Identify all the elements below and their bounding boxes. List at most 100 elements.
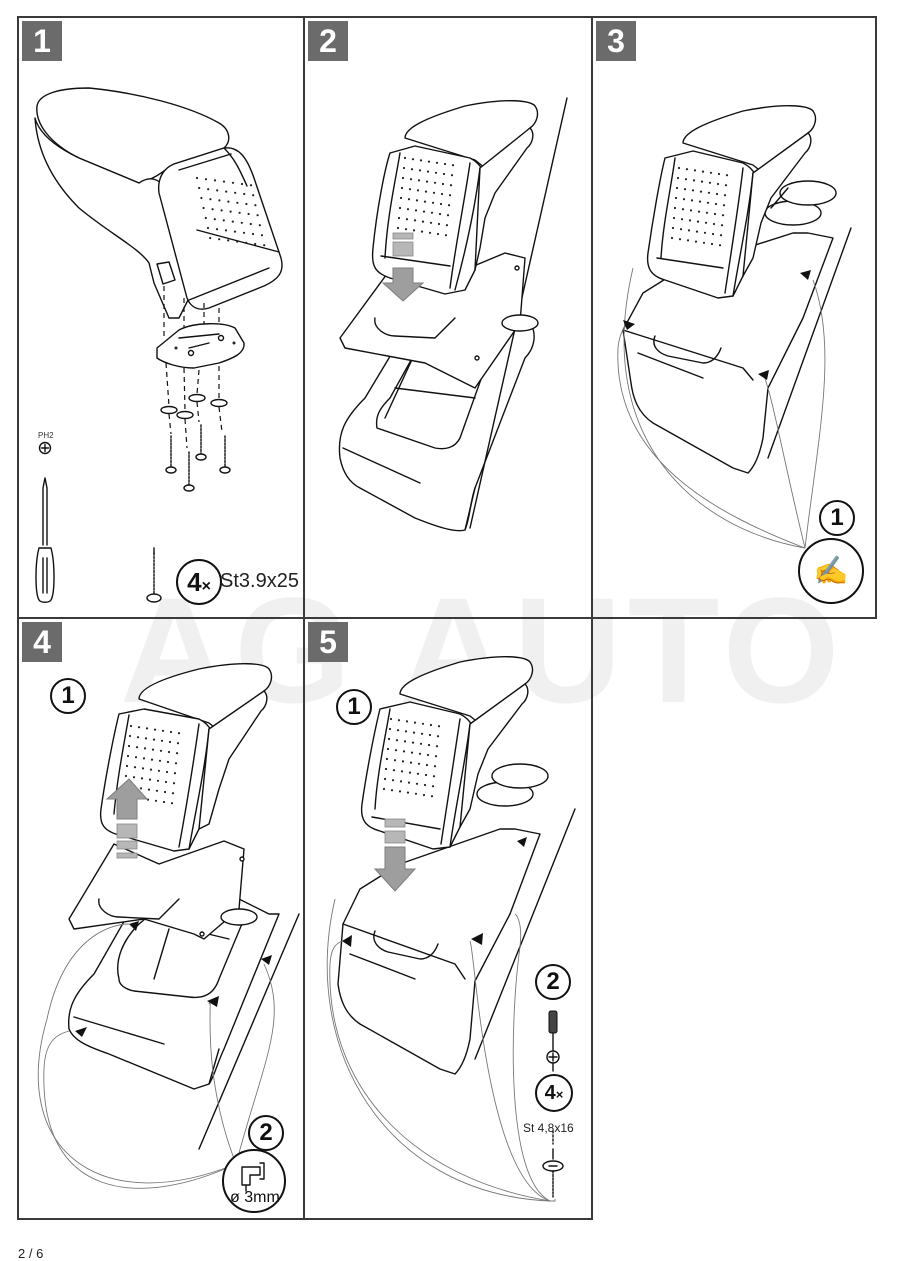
bracket-plate-icon (339, 252, 539, 389)
perforation-dot (413, 219, 417, 222)
perforation-dot (684, 178, 688, 181)
perforation-dot (161, 729, 165, 732)
perforation-dots (382, 717, 441, 798)
perforation-dot (229, 210, 232, 213)
perforation-dot (408, 188, 412, 191)
perforation-dot (216, 189, 219, 192)
perforation-dot (245, 202, 248, 206)
perforation-dot (213, 179, 217, 182)
perforation-dot (394, 749, 398, 752)
perforation-dots (670, 166, 729, 247)
perforation-dot (450, 174, 454, 177)
perforation-dot (691, 189, 695, 192)
perforation-dot (436, 232, 440, 236)
perforation-dot (674, 196, 678, 200)
perforation-dot (396, 226, 400, 230)
perforation-dot (680, 218, 684, 221)
perforation-dot (431, 785, 435, 788)
perforation-dot (236, 240, 239, 243)
perforation-dot (167, 750, 171, 754)
perforation-dot (169, 730, 173, 734)
perforation-dot (158, 759, 162, 762)
perforation-dot (427, 743, 431, 747)
perforation-dot (200, 196, 203, 200)
perforation-dot (207, 188, 210, 191)
perforation-dot (723, 194, 727, 197)
perforation-dot (718, 244, 722, 247)
perforation-dot (717, 172, 721, 176)
screw-spec: St3.9x25 (220, 570, 299, 592)
perforation-dot (446, 214, 450, 217)
tool-size-label: PH2 (38, 431, 54, 440)
drilling-illustration (37, 663, 300, 1189)
perforation-dot (410, 751, 414, 754)
perforation-dot (402, 750, 406, 753)
step-badge: 1 (22, 21, 62, 61)
perforation-dot (168, 740, 172, 744)
perforation-dot (715, 192, 719, 196)
perforation-dot (417, 179, 421, 182)
perforation-dot (134, 756, 138, 759)
perforation-dot (416, 189, 420, 192)
down-arrow-icon (381, 232, 425, 302)
perforation-dot (670, 236, 674, 240)
perforation-dot (447, 204, 451, 207)
perforation-dot (428, 231, 432, 234)
perforation-dot (702, 241, 706, 244)
down-arrow-icon (373, 818, 417, 892)
perforation-dot (696, 220, 700, 223)
perforation-dot (422, 210, 426, 213)
perforation-dot (673, 206, 677, 210)
perforation-dot (410, 168, 414, 171)
quantity-circle: 4× (535, 1074, 573, 1112)
perforation-dot (393, 759, 397, 762)
perforation-dot (430, 795, 434, 798)
perforation-dot (699, 190, 703, 193)
perforation-dot (432, 191, 436, 194)
perforation-dot (174, 762, 178, 765)
perforation-dot (263, 244, 266, 247)
substep-2-label: 2 (535, 964, 571, 1000)
perforation-dot (420, 230, 424, 233)
perforation-dot (132, 776, 136, 779)
perforation-dot (689, 209, 693, 212)
perforation-dot (692, 179, 696, 182)
perforation-dot (721, 214, 725, 217)
perforation-dot (249, 222, 252, 226)
bracket-install-illustration (338, 97, 568, 532)
mark-point-arrow-icon (37, 921, 275, 1189)
perforation-dot (434, 171, 438, 174)
perforation-dots (396, 156, 455, 237)
perforation-dot (389, 717, 393, 721)
perforation-dot (388, 727, 392, 731)
perforation-dot (405, 218, 409, 221)
perforation-dot (399, 780, 403, 783)
substep-1-label: 1 (336, 689, 372, 725)
perforation-dot (429, 221, 433, 224)
screw-spec-icon (146, 547, 162, 603)
armrest-icon (646, 105, 817, 299)
perforation-dot (227, 239, 230, 242)
step-badge: 5 (308, 622, 348, 662)
perforation-dot (177, 732, 181, 735)
perforation-dot (695, 230, 699, 233)
perforation-dot (392, 769, 396, 772)
perforation-dot (719, 234, 723, 237)
perforation-dot (707, 191, 711, 194)
quantity-suffix: × (555, 1087, 564, 1102)
perforation-dot (441, 182, 445, 186)
perforation-dot (231, 220, 234, 223)
perforation-dot (433, 765, 437, 768)
perforation-dot (406, 208, 410, 211)
perforation-dot (256, 214, 259, 217)
perforation-dot (411, 158, 415, 161)
perforation-dot (156, 779, 160, 782)
perforation-dot (403, 740, 407, 743)
perforation-dot (425, 763, 429, 767)
perforation-dot (408, 771, 412, 774)
quantity-value: 4 (187, 567, 202, 597)
perforation-dot (211, 208, 214, 211)
step-panel-1: 1 (17, 16, 305, 619)
perforation-dot (672, 216, 676, 220)
perforation-dot (209, 236, 212, 240)
